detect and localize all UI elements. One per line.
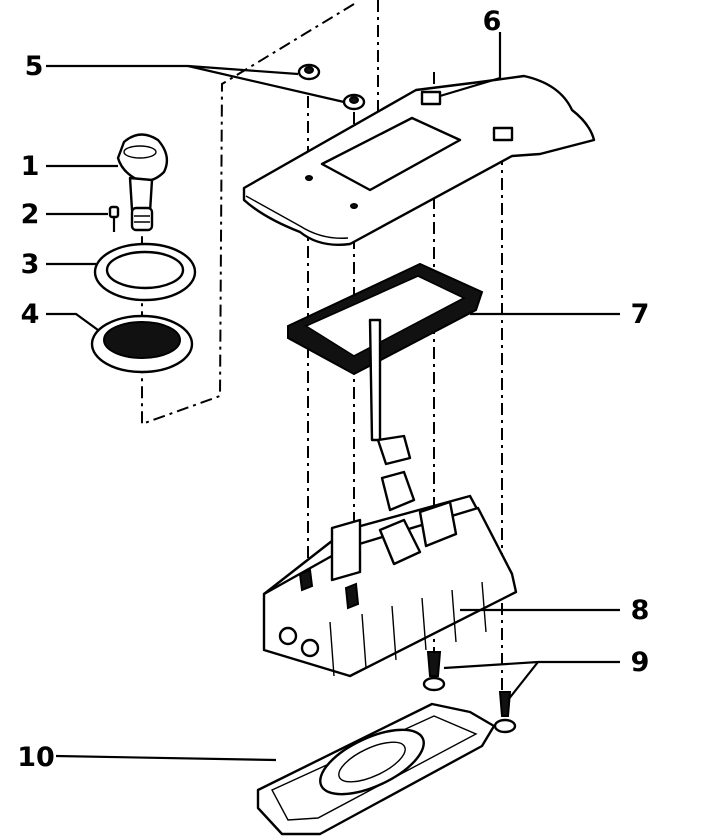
gasket-part — [287, 262, 484, 376]
leader-lines — [46, 32, 620, 762]
cover-plate-part — [242, 74, 596, 246]
callout-8: 8 — [631, 595, 650, 626]
screw-part — [108, 205, 120, 232]
boot-part — [90, 314, 194, 374]
callout-2: 2 — [21, 199, 40, 230]
callout-labels: 1 2 3 4 5 6 7 8 9 10 — [17, 6, 649, 773]
callout-5: 5 — [25, 51, 44, 82]
callout-3: 3 — [21, 249, 40, 280]
callout-9: 9 — [631, 647, 650, 678]
nut-parts — [297, 63, 366, 111]
gear-lever-rod — [368, 318, 416, 512]
callout-10: 10 — [17, 742, 55, 773]
shift-knob-part — [116, 133, 169, 232]
trim-ring-part — [93, 242, 197, 302]
callout-4: 4 — [21, 299, 40, 330]
shift-housing-part — [262, 494, 518, 678]
callout-1: 1 — [21, 151, 40, 182]
callout-7: 7 — [631, 299, 650, 330]
callout-6: 6 — [483, 6, 502, 37]
bottom-plate-part — [256, 702, 496, 836]
